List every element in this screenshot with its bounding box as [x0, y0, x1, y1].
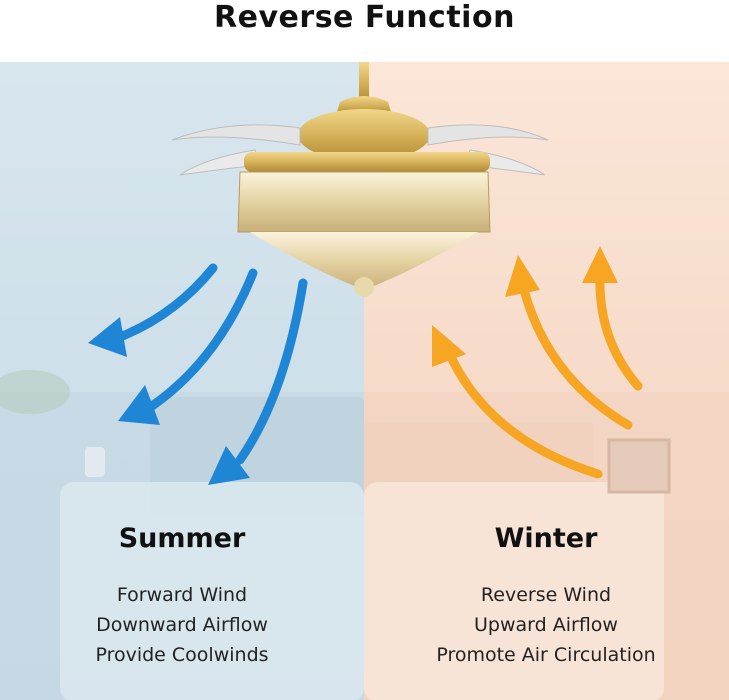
- winter-airflow-arrows: [432, 246, 643, 479]
- winter-description: Reverse Wind Upward Airflow Promote Air …: [364, 580, 728, 670]
- winter-heading: Winter: [494, 523, 598, 554]
- summer-line-2: Downward Airflow: [96, 614, 268, 636]
- summer-heading: Summer: [118, 523, 246, 554]
- ceiling-fan-icon: [171, 62, 549, 297]
- winter-line-3: Promote Air Circulation: [436, 644, 656, 666]
- summer-line-3: Provide Coolwinds: [95, 644, 269, 666]
- bedroom-background-summer: [0, 370, 364, 700]
- page-title: Reverse Function: [214, 0, 515, 35]
- winter-line-1: Reverse Wind: [480, 584, 612, 606]
- winter-line-2: Upward Airflow: [474, 614, 618, 636]
- summer-line-1: Forward Wind: [116, 584, 248, 606]
- summer-description: Forward Wind Downward Airflow Provide Co…: [0, 580, 364, 670]
- summer-airflow-arrows: [88, 263, 308, 485]
